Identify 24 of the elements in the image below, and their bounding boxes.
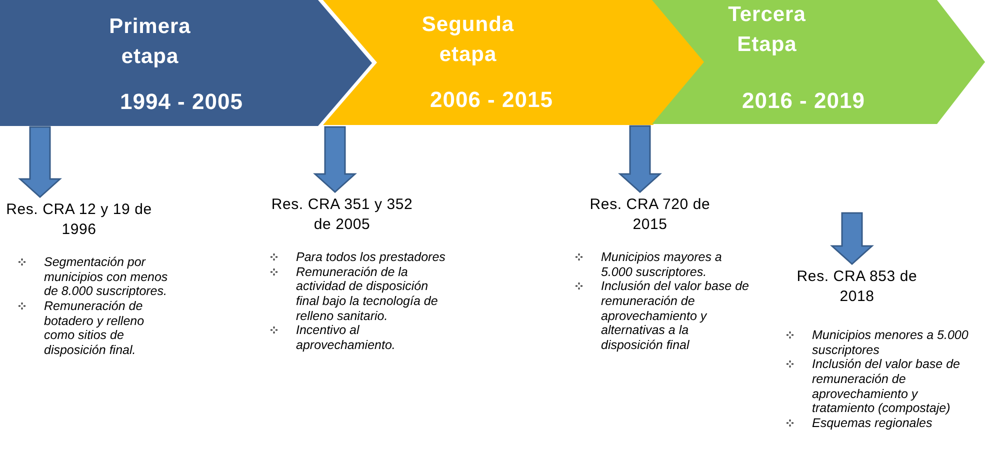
stage-title: Tercera Etapa (727, 2, 807, 58)
bullet-text: Remuneración de la actividad de disposición final bajo la tecnología de relleno sanitario. (296, 264, 439, 324)
bullet-text: Remuneración de botadero y relleno como sitios de disposición final. (44, 298, 146, 358)
block-arrow (313, 126, 357, 193)
block-arrow (618, 125, 662, 193)
bullet-text: Municipios mayores a 5.000 suscriptores. (601, 250, 723, 280)
bullet-text: Inclusión del valor base de remuneración de aprovechamiento y tratamiento (compostaje) (812, 357, 962, 416)
resolution-heading: Res. CRA 351 y 352 de 2005 (270, 195, 414, 234)
resolution-heading: Res. CRA 720 de 2015 (588, 195, 712, 234)
block-arrow (830, 212, 874, 265)
stage-title: Primera etapa (108, 14, 192, 70)
stage-years: 2016 - 2019 (742, 87, 865, 115)
bullet-text: Esquemas regionales (812, 416, 934, 430)
bullet-text: Municipios menores a 5.000 suscriptores (812, 328, 970, 358)
bullet-text: Para todos los prestadores (296, 250, 446, 265)
stage-years: 2006 - 2015 (430, 86, 553, 114)
stage-title: Segunda etapa (420, 12, 516, 68)
bullet-text: Segmentación por municipios con menos de 8.000 suscriptores. (44, 255, 169, 299)
resolution-heading: Res. CRA 12 y 19 de 1996 (5, 200, 153, 239)
bullet-text: Inclusión del valor base de remuneración de aprovechamiento y alternativas a la disposición final (601, 279, 750, 352)
resolution-heading: Res. CRA 853 de 2018 (796, 267, 918, 306)
block-arrow (18, 126, 62, 198)
bullet-text: Incentivo al aprovechamiento. (296, 323, 396, 352)
stage-years: 1994 - 2005 (120, 88, 243, 116)
